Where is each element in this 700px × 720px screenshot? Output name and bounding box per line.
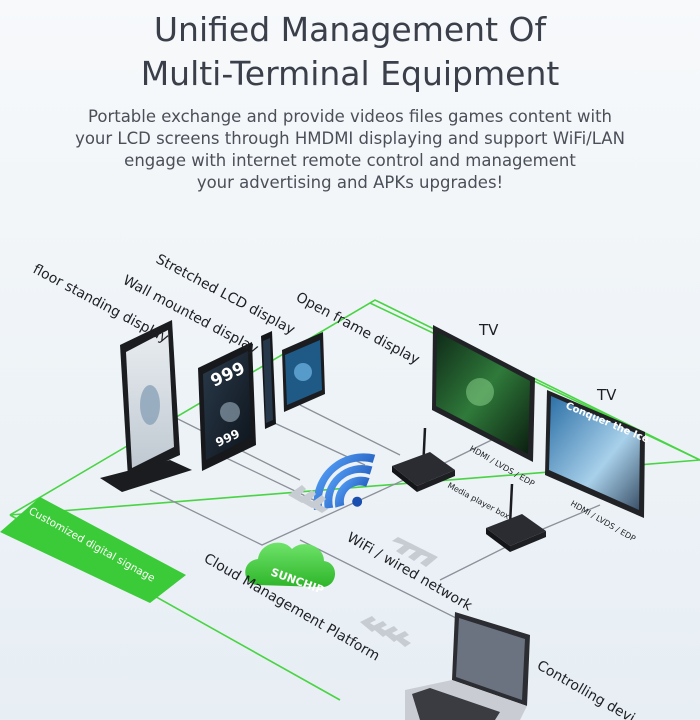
description-line: your advertising and APKs upgrades! — [196, 173, 504, 192]
label-controlling-devices: Controlling devi — [534, 658, 638, 720]
stretched-lcd-display — [261, 331, 276, 429]
page-title: Unified Management Of Multi-Terminal Equ… — [0, 8, 700, 96]
open-frame-display — [282, 332, 325, 412]
wall-mounted-display: 999 999 — [198, 342, 256, 471]
wifi-icon — [313, 453, 376, 510]
laptop-icon — [405, 612, 530, 720]
description-line: engage with internet remote control and … — [124, 151, 576, 170]
title-line-2: Multi-Terminal Equipment — [140, 54, 560, 93]
label-floor-standing: floor standing display — [30, 261, 171, 346]
arrow-chevrons-right — [392, 537, 438, 567]
title-line-1: Unified Management Of — [153, 10, 547, 49]
arrow-chevrons-left — [288, 485, 328, 513]
label-tv-1: TV — [478, 321, 499, 339]
signage-tag — [0, 497, 186, 603]
media-player-box-1 — [392, 427, 455, 492]
floor-standing-display — [100, 320, 192, 492]
label-media-player-box: Media player box — [446, 481, 511, 521]
label-tv-2: TV — [596, 386, 617, 404]
description-line: your LCD screens through HMDMI displayin… — [75, 129, 625, 148]
page-description: Portable exchange and provide videos fil… — [0, 106, 700, 194]
media-player-box-2 — [486, 483, 546, 552]
green-edge — [369, 302, 700, 461]
description-line: Portable exchange and provide videos fil… — [87, 107, 613, 126]
arrow-chevrons-cloud — [360, 616, 411, 647]
tv-1 — [432, 325, 535, 462]
green-platform-outline — [9, 299, 700, 516]
